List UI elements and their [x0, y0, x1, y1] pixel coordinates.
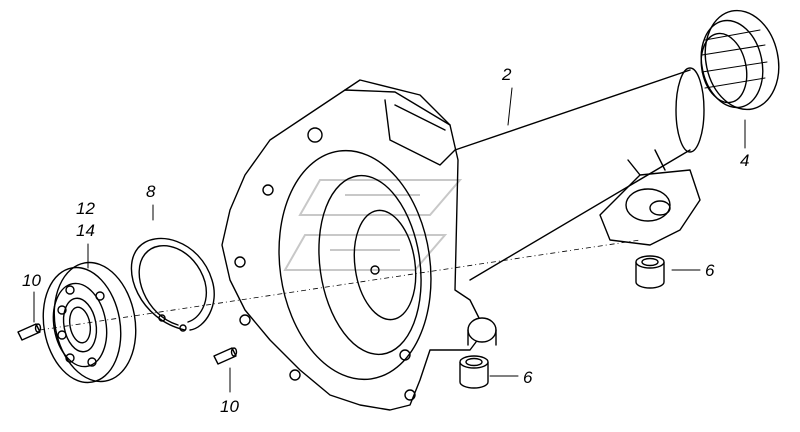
retaining-ring-part-8	[130, 237, 215, 332]
ball-bearing-part-12-14	[42, 261, 137, 384]
dowel-pin-part-10-right	[213, 347, 238, 365]
watermark-logo	[283, 179, 463, 271]
callout-14: 14	[76, 221, 95, 240]
callout-10-right: 10	[220, 397, 239, 416]
callout-2: 2	[502, 65, 512, 84]
callout-4: 4	[740, 151, 750, 170]
callout-6-upper: 6	[705, 261, 715, 280]
leader-lines	[33, 87, 746, 393]
dowel-pin-part-10-left	[17, 323, 42, 341]
callout-12: 12	[76, 199, 95, 218]
seal-part-4	[700, 9, 780, 111]
bushing-part-6-lower	[459, 355, 489, 389]
assembly-axis	[39, 239, 641, 331]
bushing-part-6-upper	[635, 255, 665, 289]
callout-10-left: 10	[22, 271, 41, 290]
housing-part-2	[221, 67, 705, 411]
callout-8: 8	[146, 182, 156, 201]
callout-6-lower: 6	[523, 368, 533, 387]
